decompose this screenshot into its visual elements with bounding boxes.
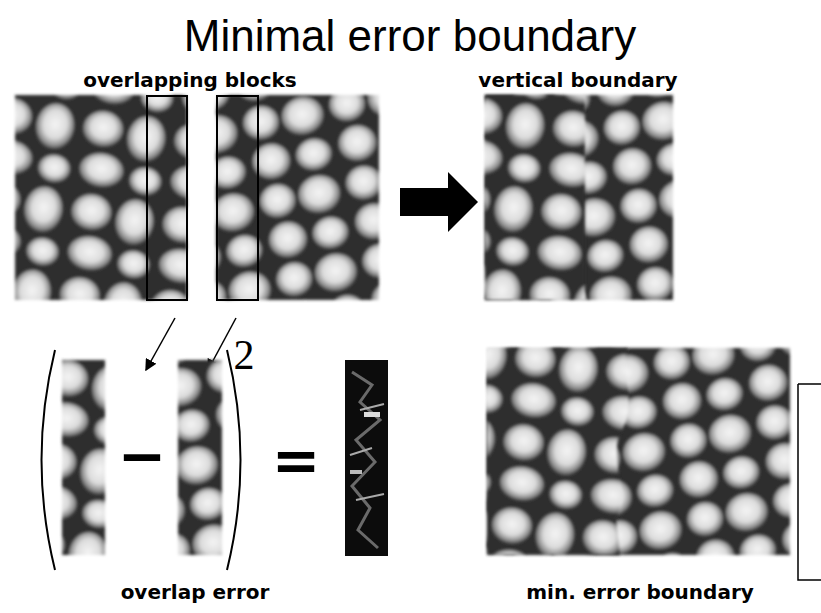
texture-result — [485, 95, 585, 300]
parenthesis — [42, 350, 56, 570]
minus-sign: − — [118, 422, 167, 490]
bracket — [798, 384, 821, 580]
texture-block — [15, 95, 187, 300]
big-arrow — [400, 172, 478, 232]
exponent: 2 — [234, 331, 255, 379]
pointer-arrow — [146, 318, 175, 370]
caption-label: vertical boundary — [478, 68, 677, 92]
overlap-frame — [217, 96, 258, 300]
equals-sign: = — [272, 426, 321, 494]
slide-title: Minimal error boundary — [184, 11, 636, 61]
overlap-frame — [147, 96, 187, 300]
texture-result — [487, 348, 790, 555]
caption-label: overlap error — [121, 580, 270, 604]
parenthesis — [227, 350, 241, 570]
caption-label: min. error boundary — [526, 580, 754, 604]
texture-result — [485, 95, 673, 300]
overlap-strip — [62, 360, 105, 555]
overlap-strip — [178, 360, 222, 555]
error-image — [345, 360, 388, 556]
caption-label: overlapping blocks — [83, 68, 297, 92]
texture-result — [487, 348, 629, 555]
texture-block — [216, 95, 379, 300]
